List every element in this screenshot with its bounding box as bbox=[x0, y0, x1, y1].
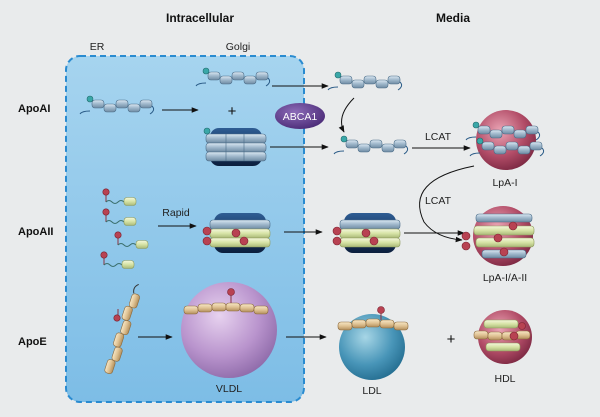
lpa1a2-label: LpA-I/A-II bbox=[483, 272, 527, 284]
apoai-golgi-disc bbox=[205, 127, 267, 167]
plus-media: + bbox=[447, 331, 456, 348]
vldl-label: VLDL bbox=[216, 383, 242, 395]
apoai-lipidated-chain bbox=[333, 135, 409, 155]
ldl-apoe-chain bbox=[337, 306, 409, 331]
media-header: Media bbox=[436, 11, 470, 25]
rapid-label: Rapid bbox=[162, 207, 190, 219]
apoe-er-chain bbox=[103, 283, 141, 375]
intracellular-header: Intracellular bbox=[166, 11, 234, 25]
abca1-label: ABCA1 bbox=[283, 111, 318, 123]
plus-golgi: + bbox=[228, 103, 237, 120]
teal-dot-icon bbox=[203, 127, 211, 135]
lcat-mid-label: LCAT bbox=[425, 195, 452, 207]
row-label-apoai: ApoAI bbox=[18, 103, 50, 115]
lpa1-particle bbox=[476, 110, 536, 170]
hdl-apoe-complex bbox=[473, 319, 531, 352]
row-label-apoe: ApoE bbox=[18, 336, 47, 348]
ldl-label: LDL bbox=[362, 385, 381, 397]
apoai-media-chain bbox=[327, 71, 403, 91]
apoaii-media-disc bbox=[332, 212, 401, 254]
hdl-label: HDL bbox=[494, 373, 515, 385]
ldl-particle bbox=[339, 314, 405, 380]
lpa1-label: LpA-I bbox=[492, 177, 517, 189]
er-label: ER bbox=[90, 41, 105, 53]
row-label-apoaii: ApoAII bbox=[18, 226, 53, 238]
vldl-particle bbox=[181, 282, 277, 378]
lpa1a2-helices bbox=[461, 213, 535, 259]
lcat-top-label: LCAT bbox=[425, 131, 452, 143]
arrow-lcat-curve bbox=[419, 165, 475, 243]
vldl-apoe-chain bbox=[183, 288, 269, 315]
arrow-abca1-curve bbox=[338, 97, 355, 133]
golgi-label: Golgi bbox=[226, 41, 251, 53]
abca1-transporter bbox=[275, 103, 325, 129]
